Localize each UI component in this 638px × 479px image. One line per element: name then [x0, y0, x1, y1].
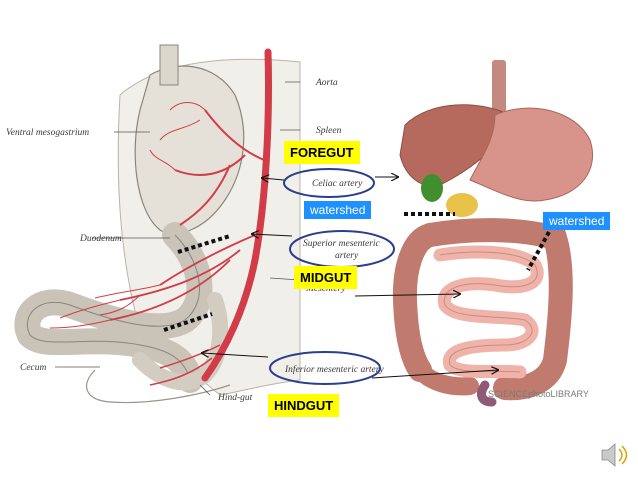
- arrow-midgut: [354, 294, 460, 296]
- label-cecum: Cecum: [20, 363, 47, 373]
- label-superior-mesenteric: Superior mesenteric: [303, 239, 381, 249]
- image-credit: SCIENCEphotoLIBRARY: [488, 389, 589, 399]
- label-ventral-mesogastrium: Ventral mesogastrium: [6, 128, 89, 138]
- watershed-label-left: watershed: [304, 201, 372, 219]
- arrow-superior-left: [252, 234, 293, 236]
- label-aorta: Aorta: [315, 78, 338, 88]
- midgut-label: MIDGUT: [294, 266, 358, 289]
- watershed-marker-left-2: [163, 312, 213, 332]
- label-mesentery: Mesentery: [305, 284, 346, 294]
- watershed-marker-left-1: [177, 234, 231, 254]
- arrow-celiac-left: [262, 178, 285, 180]
- celiac-artery-ellipse: [283, 168, 375, 198]
- inferior-mesenteric-ellipse: [269, 351, 381, 385]
- label-duodenum: Duodenum: [79, 234, 122, 244]
- label-inferior-mesenteric: Inferior mesenteric artery: [284, 364, 384, 375]
- adult-digestive-system-illustration: SCIENCEphotoLIBRARY: [392, 60, 594, 407]
- label-celiac-artery: Celiac artery: [312, 179, 363, 189]
- label-hind-gut: Hind-gut: [217, 393, 253, 403]
- arrow-inferior-left: [202, 353, 269, 358]
- watershed-label-right: watershed: [543, 212, 611, 230]
- embryonic-gut-illustration: Ventral mesogastrium Aorta Spleen Celiac…: [6, 44, 384, 404]
- foregut-label: FOREGUT: [284, 141, 360, 164]
- arrow-hindgut: [371, 370, 498, 379]
- speaker-icon[interactable]: [601, 443, 628, 467]
- label-spleen: Spleen: [316, 126, 342, 136]
- label-superior-mesenteric-artery: artery: [335, 251, 359, 261]
- hindgut-label: HINDGUT: [268, 394, 340, 417]
- watershed-marker-right: [526, 231, 551, 271]
- superior-mesenteric-ellipse: [289, 230, 395, 268]
